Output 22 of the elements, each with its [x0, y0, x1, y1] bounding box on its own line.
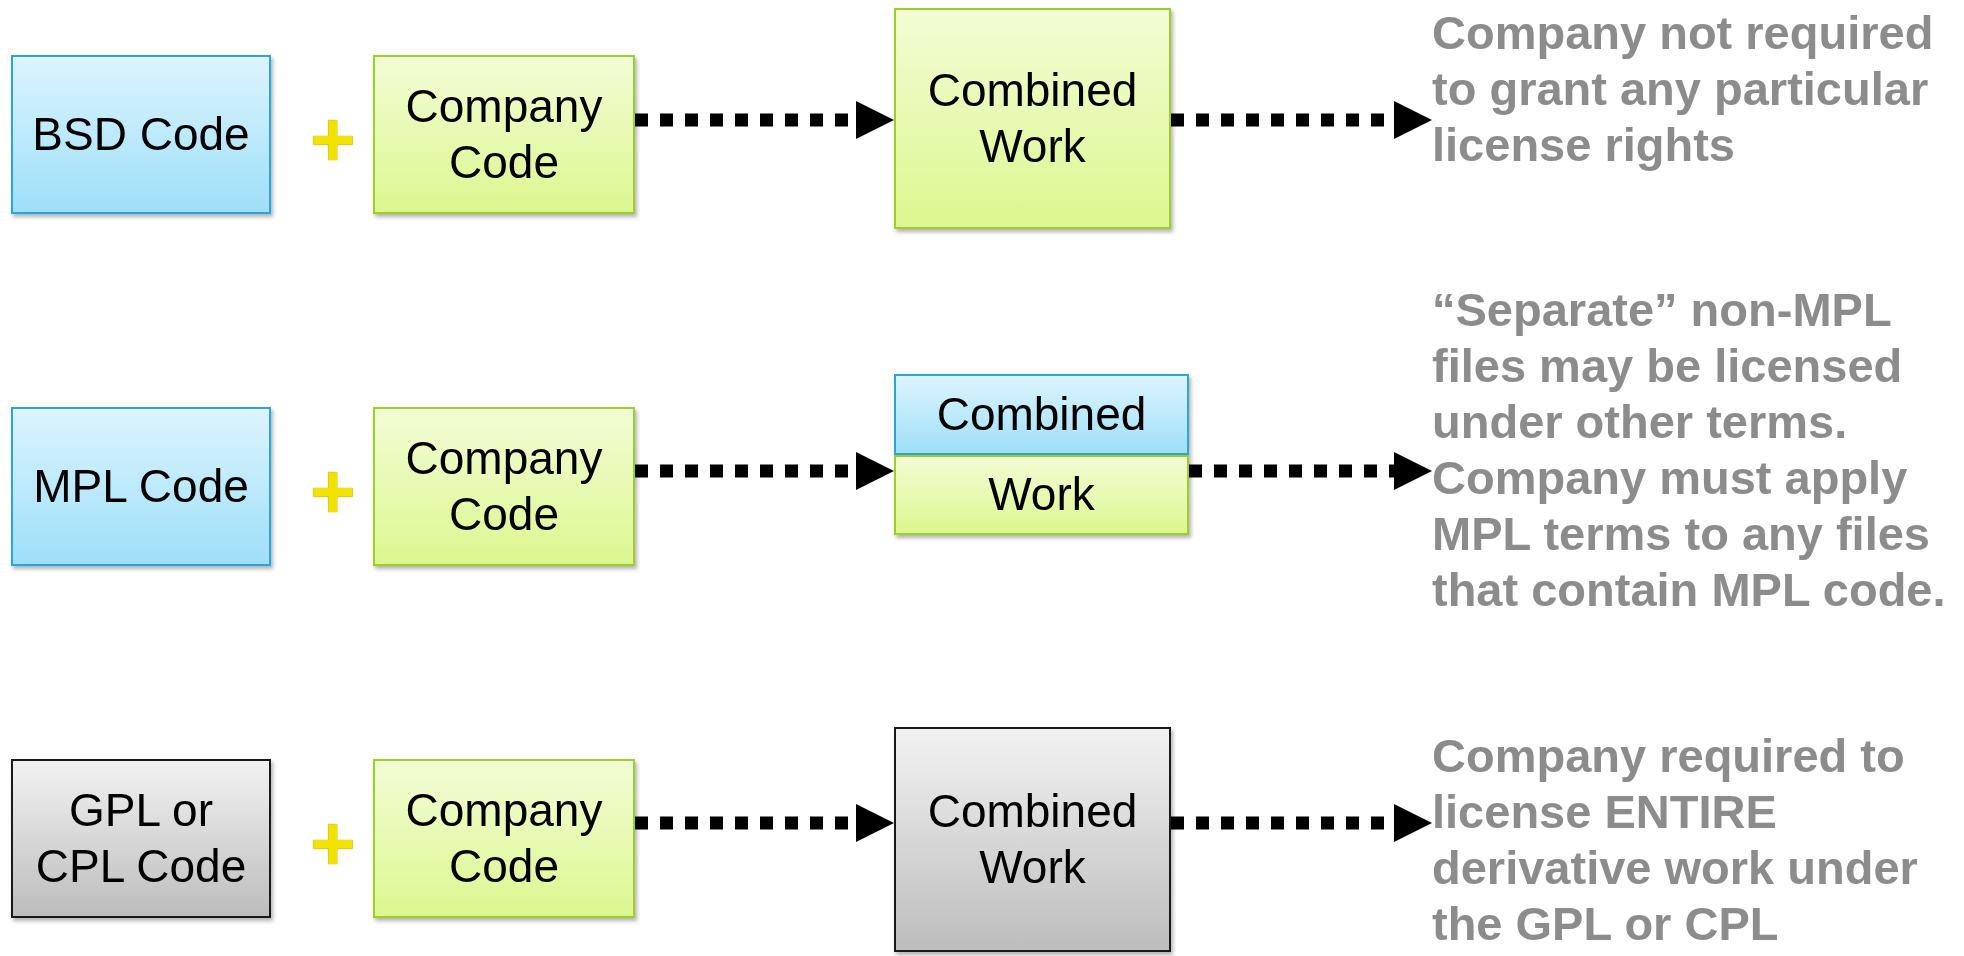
process-box: MPL Code: [11, 407, 271, 566]
process-box: Combined Work: [894, 8, 1171, 229]
process-box: Company Code: [373, 407, 635, 566]
arrow: [635, 452, 894, 490]
arrow: [1171, 804, 1432, 842]
process-box: Company Code: [373, 759, 635, 918]
arrow: [1171, 101, 1432, 139]
process-box: Work: [894, 455, 1189, 535]
arrow: [1189, 452, 1432, 490]
note-text: “Separate” non-MPL files may be licensed under other terms. Company must apply MPL terms to any files that contain MPL code.: [1432, 282, 1960, 618]
plus-sign: +: [310, 100, 356, 178]
plus-sign: +: [310, 804, 356, 882]
arrow: [635, 804, 894, 842]
process-box: Company Code: [373, 55, 635, 214]
process-box: Combined: [894, 374, 1189, 455]
process-box: BSD Code: [11, 55, 271, 214]
process-box: GPL or CPL Code: [11, 759, 271, 918]
plus-sign: +: [310, 452, 356, 530]
note-text: Company required to license ENTIRE derivative work under the GPL or CPL: [1432, 728, 1960, 952]
process-box: Combined Work: [894, 727, 1171, 952]
note-text: Company not required to grant any particular license rights: [1432, 5, 1960, 173]
arrow: [635, 101, 894, 139]
